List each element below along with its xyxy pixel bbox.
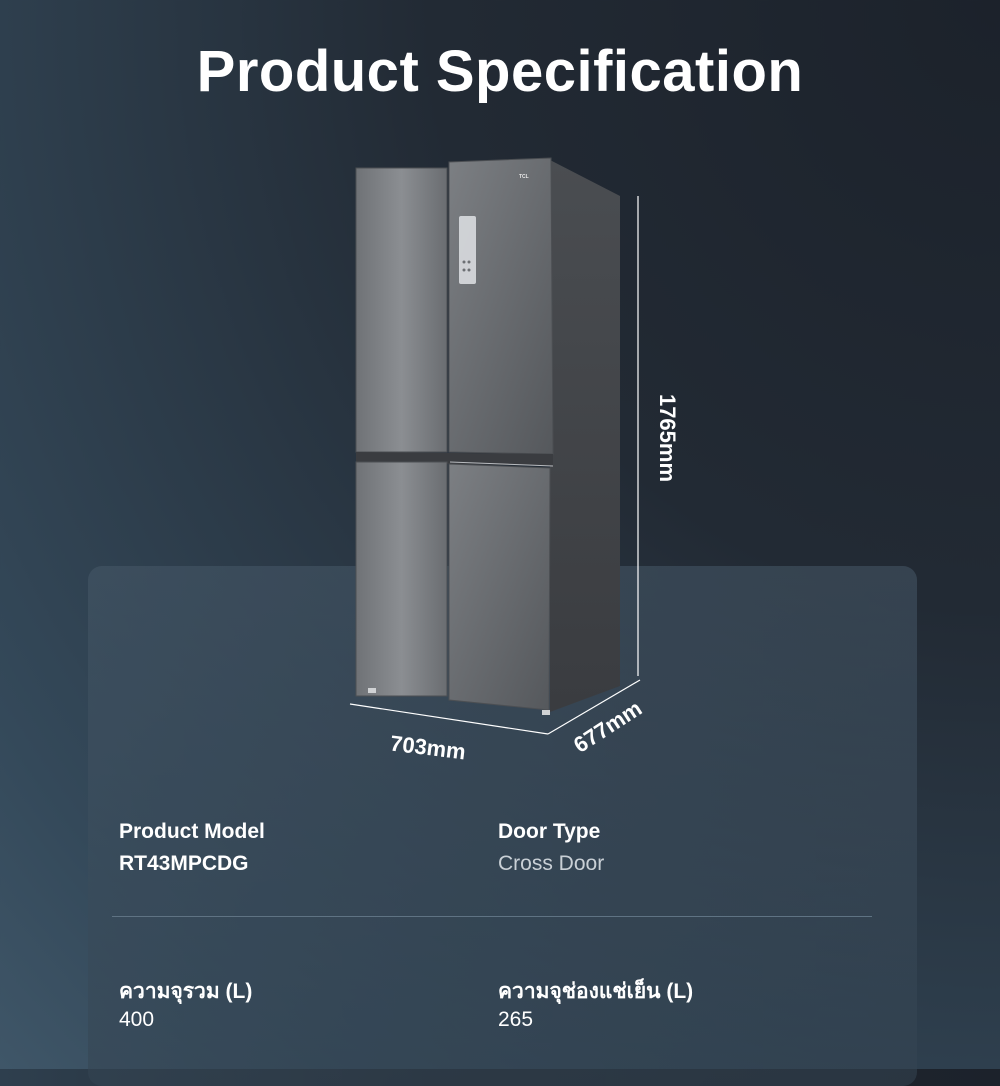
product-model-value: RT43MPCDG bbox=[119, 852, 249, 875]
door-type-value: Cross Door bbox=[498, 852, 605, 875]
spec-divider bbox=[112, 916, 872, 917]
fridge-side-panel bbox=[550, 160, 620, 712]
total-capacity-value: 400 bbox=[119, 1008, 155, 1031]
width-dimension-line bbox=[349, 703, 549, 735]
fridge-door-bottom-left bbox=[355, 461, 448, 697]
fridge-foot bbox=[542, 710, 550, 715]
page-title: Product Specification bbox=[196, 39, 804, 104]
control-display-panel bbox=[459, 216, 476, 284]
total-capacity-label: ความจุรวม (L) bbox=[119, 980, 253, 1003]
fridge-door-top-left bbox=[355, 167, 448, 453]
fridge-foot bbox=[368, 688, 376, 693]
fridge-door-bottom-right bbox=[448, 463, 551, 711]
depth-dimension-line bbox=[547, 679, 641, 735]
fridge-capacity-label: ความจุช่องแช่เย็น (L) bbox=[498, 980, 694, 1003]
fridge-door-top-right bbox=[448, 157, 554, 455]
height-dimension-label: 1765mm bbox=[655, 393, 680, 483]
product-model-label: Product Model bbox=[119, 820, 265, 843]
door-type-label: Door Type bbox=[498, 820, 601, 843]
brand-logo: TCL bbox=[519, 174, 529, 180]
fridge-capacity-value: 265 bbox=[498, 1008, 534, 1031]
